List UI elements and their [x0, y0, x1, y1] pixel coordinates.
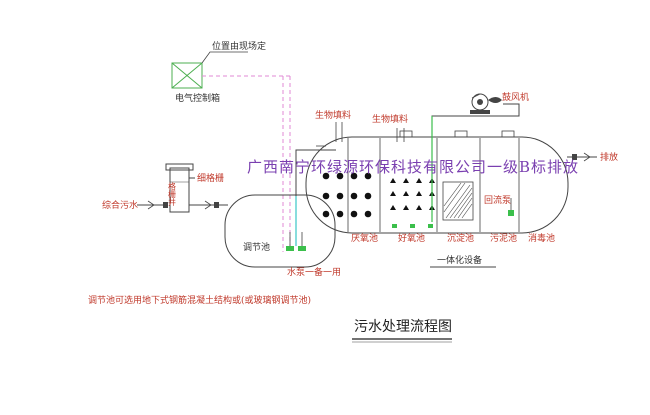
sedimentation-tank-label: 沉淀池 [447, 232, 474, 244]
pump-note: 水泵一备一用 [287, 266, 341, 278]
bio-filler-leaders [335, 122, 405, 142]
blower-label: 鼓风机 [502, 91, 529, 103]
bio-filler-label-2: 生物填料 [372, 113, 408, 125]
diagram-title: 污水处理流程图 [354, 319, 452, 335]
mixed-sewage-label: 综合污水 [102, 199, 138, 211]
location-note: 位置由现场定 [212, 40, 266, 52]
air-main-pipe [431, 103, 520, 222]
grille-well-label: 格栅井 [168, 181, 177, 207]
discharge-pipe [567, 152, 597, 162]
discharge-label: 排放 [600, 151, 618, 163]
inclined-plates [442, 181, 474, 221]
aerobic-tank-label: 好氧池 [398, 232, 425, 244]
pump-icon [286, 232, 306, 251]
integrated-unit-body [305, 130, 569, 234]
blower-icon [470, 93, 502, 114]
integrated-unit-label: 一体化设备 [437, 254, 482, 266]
anoxic-tank-label: 厌氧池 [351, 232, 378, 244]
sludge-tank-label: 污泥池 [490, 232, 517, 244]
aerobic-media [390, 178, 435, 210]
regulating-tank [224, 194, 336, 268]
control-box-leader [201, 51, 248, 64]
disinfection-tank-label: 消毒池 [528, 232, 555, 244]
control-box-label: 电气控制箱 [175, 92, 220, 104]
bio-filler-label-1: 生物填料 [315, 109, 351, 121]
transfer-pipe [295, 145, 336, 196]
regulating-tank-label: 调节池 [243, 241, 270, 253]
tank-note: 调节池可选用地下式钢筋混凝土结构或(或玻璃钢调节池) [88, 294, 311, 306]
control-wiring [202, 75, 291, 252]
grille-to-tank-pipe [189, 200, 228, 210]
grille-side-label: 细格栅 [197, 172, 224, 184]
company-watermark: 广西南宁环绿源环保科技有限公司一级B标排放 [247, 158, 579, 176]
reflux-pump-icon [508, 198, 514, 216]
reflux-pump-label: 回流泵 [484, 194, 511, 206]
electrical-control-box [171, 62, 203, 89]
title-underline [352, 338, 452, 343]
grille-well [165, 163, 195, 213]
anoxic-media [322, 172, 372, 218]
aeration-diffusers [392, 224, 433, 228]
inlet-pipe [137, 200, 168, 210]
